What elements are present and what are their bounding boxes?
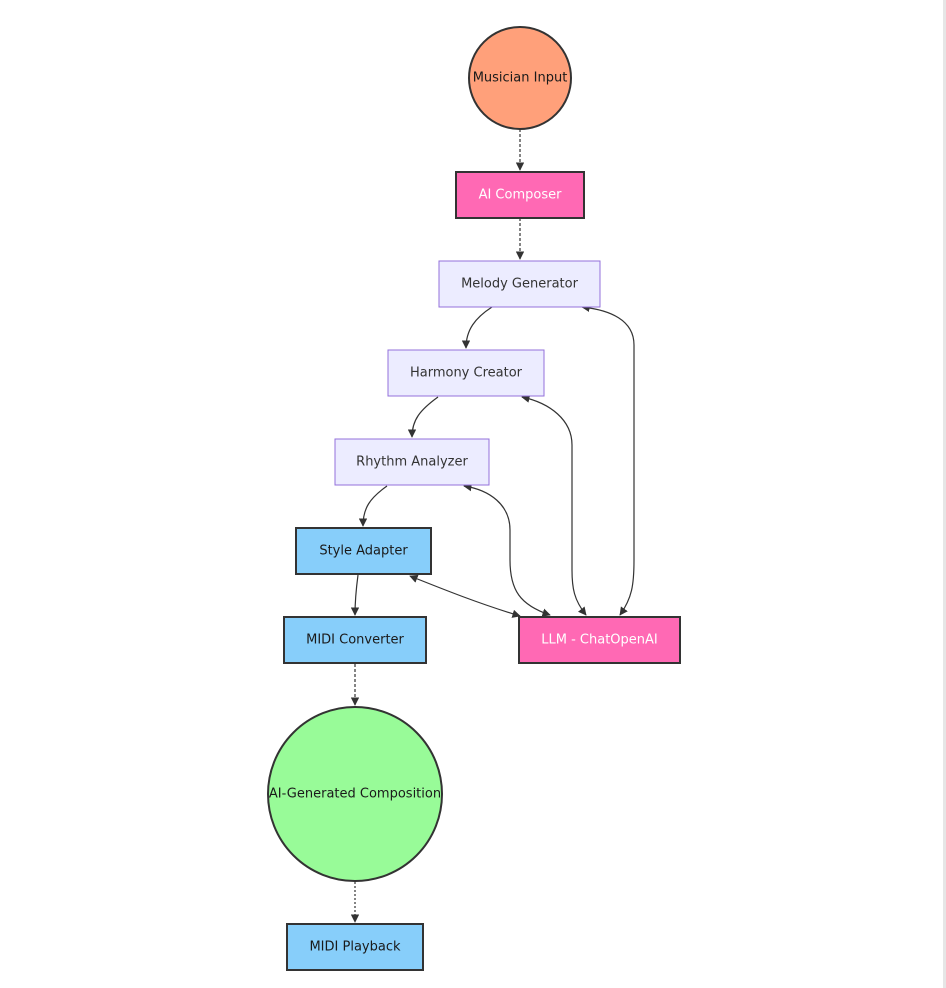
- node-shape: [334, 438, 490, 486]
- edge-melody-generator-to-harmony-creator: [461, 306, 493, 349]
- edge-llm-to-melody-generator: [581, 303, 635, 616]
- node-shape: [267, 706, 443, 882]
- node-label: Harmony Creator: [410, 366, 523, 381]
- node-shape: [518, 616, 681, 664]
- vertical-scrollbar[interactable]: [943, 0, 946, 988]
- node-label: Melody Generator: [461, 277, 579, 292]
- node-label: LLM - ChatOpenAI: [541, 633, 658, 648]
- node-shape: [468, 26, 572, 130]
- edge-style-adapter-to-midi-converter: [350, 574, 360, 616]
- node-label: Rhythm Analyzer: [356, 455, 468, 470]
- node-style-adapter[interactable]: Style Adapter: [295, 527, 432, 575]
- node-midi-playback[interactable]: MIDI Playback: [286, 923, 424, 971]
- edge-harmony-creator-to-rhythm-analyzer: [407, 396, 439, 438]
- node-shape: [283, 616, 427, 664]
- node-shape: [295, 527, 432, 575]
- edge-llm-to-rhythm-analyzer: [463, 483, 551, 617]
- node-label: AI-Generated Composition: [269, 787, 441, 802]
- node-label: AI Composer: [479, 188, 563, 203]
- node-harmony-creator[interactable]: Harmony Creator: [387, 349, 545, 397]
- edge-llm-to-style-adapter: [409, 574, 521, 618]
- edge-llm-to-harmony-creator: [521, 394, 587, 616]
- edge-rhythm-analyzer-to-style-adapter: [358, 485, 388, 527]
- node-ai-composer[interactable]: AI Composer: [455, 171, 585, 219]
- node-melody-generator[interactable]: Melody Generator: [438, 260, 601, 308]
- node-label: MIDI Converter: [306, 633, 404, 648]
- edges: [350, 129, 635, 923]
- node-llm-chatopenai[interactable]: LLM - ChatOpenAI: [518, 616, 681, 664]
- node-shape: [387, 349, 545, 397]
- node-ai-generated-composition[interactable]: AI-Generated Composition: [267, 706, 443, 882]
- node-label: MIDI Playback: [309, 940, 401, 955]
- node-shape: [438, 260, 601, 308]
- node-label: Musician Input: [473, 71, 568, 86]
- node-shape: [286, 923, 424, 971]
- node-midi-converter[interactable]: MIDI Converter: [283, 616, 427, 664]
- node-shape: [455, 171, 585, 219]
- node-rhythm-analyzer[interactable]: Rhythm Analyzer: [334, 438, 490, 486]
- node-label: Style Adapter: [319, 544, 408, 559]
- node-musician-input[interactable]: Musician Input: [468, 26, 572, 130]
